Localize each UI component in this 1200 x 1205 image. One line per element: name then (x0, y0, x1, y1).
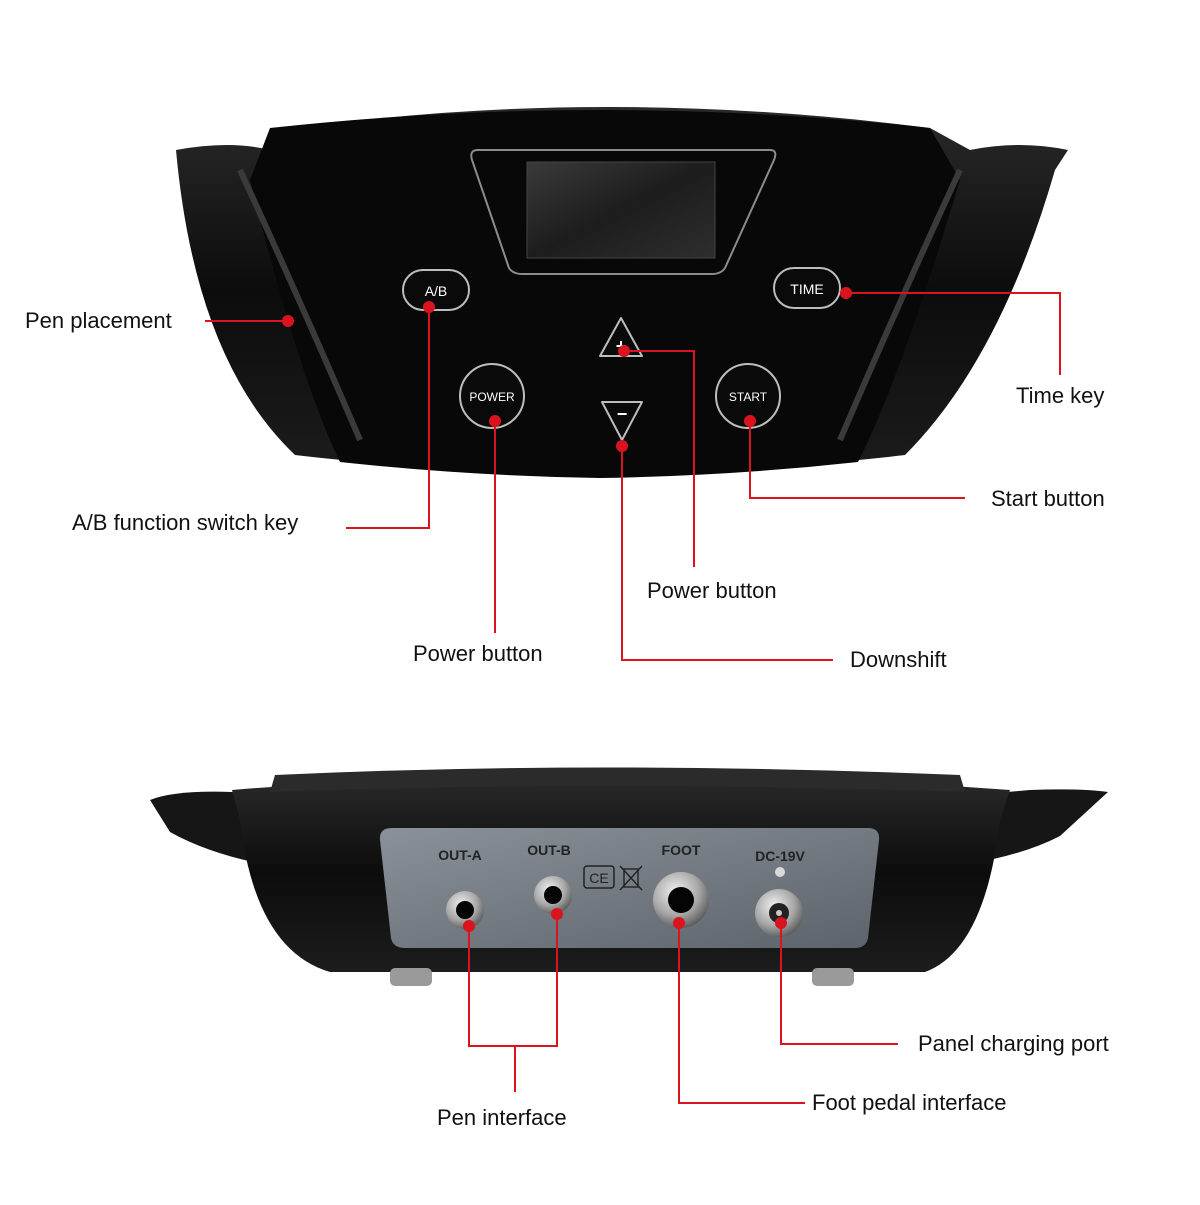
time-button[interactable]: TIME (773, 267, 841, 309)
power-button-label: POWER (469, 390, 515, 404)
callout-power-button-up: Power button (647, 578, 777, 603)
callout-start-button: Start button (991, 486, 1105, 511)
leader-charging-port (780, 923, 898, 1045)
start-button[interactable]: START (715, 363, 781, 429)
right-foot (812, 968, 854, 986)
right-cradle-highlight (837, 168, 963, 442)
ab-button[interactable]: A/B (402, 269, 470, 311)
left-cradle-highlight (237, 168, 363, 442)
top-face (250, 110, 960, 478)
display-screen (526, 161, 716, 259)
ce-mark-icon (583, 865, 615, 889)
out-b-label: OUT-B (527, 842, 571, 858)
callout-foot-pedal: Foot pedal interface (812, 1090, 1007, 1115)
out-a-label: OUT-A (438, 847, 482, 863)
out-a-jack[interactable] (446, 891, 484, 929)
callout-power-button: Power button (413, 641, 543, 666)
down-button[interactable]: − (601, 401, 643, 441)
leader-foot-pedal (678, 923, 805, 1104)
callout-downshift: Downshift (850, 647, 947, 672)
leader-downshift (621, 446, 833, 661)
top-view-device: A/B TIME POWER START + − (176, 107, 1068, 478)
status-led-icon (775, 867, 785, 877)
port-panel (379, 828, 880, 948)
down-button-label: − (617, 404, 628, 424)
dc-label: DC-19V (755, 848, 805, 864)
ce-mark-text: CE (589, 870, 608, 886)
leader-pen-interface (468, 914, 558, 1047)
callout-leaders (205, 292, 1061, 1104)
weee-bin-icon (619, 865, 643, 891)
callout-pen-placement: Pen placement (25, 308, 172, 333)
callout-charging-port: Panel charging port (918, 1031, 1109, 1056)
leader-power-up (624, 350, 695, 567)
ab-button-label: A/B (425, 283, 448, 299)
power-button[interactable]: POWER (459, 363, 525, 429)
start-button-label: START (729, 390, 768, 404)
foot-label: FOOT (662, 842, 701, 858)
leader-start-button (749, 421, 965, 499)
out-b-jack[interactable] (534, 876, 572, 914)
callout-ab-switch: A/B function switch key (72, 510, 299, 535)
callout-pen-interface: Pen interface (437, 1105, 567, 1130)
callout-time-key: Time key (1016, 383, 1105, 408)
bottom-view-device: OUT-A OUT-B FOOT DC-19V CE (150, 767, 1108, 986)
leader-ab-switch (346, 307, 430, 529)
callout-dots (282, 287, 852, 932)
foot-jack[interactable] (653, 872, 709, 928)
display-bezel (470, 149, 777, 275)
dc-jack[interactable] (755, 889, 803, 937)
leader-time-key (846, 292, 1061, 375)
bottom-rim (270, 767, 965, 792)
left-foot (390, 968, 432, 986)
time-button-label: TIME (790, 281, 823, 297)
